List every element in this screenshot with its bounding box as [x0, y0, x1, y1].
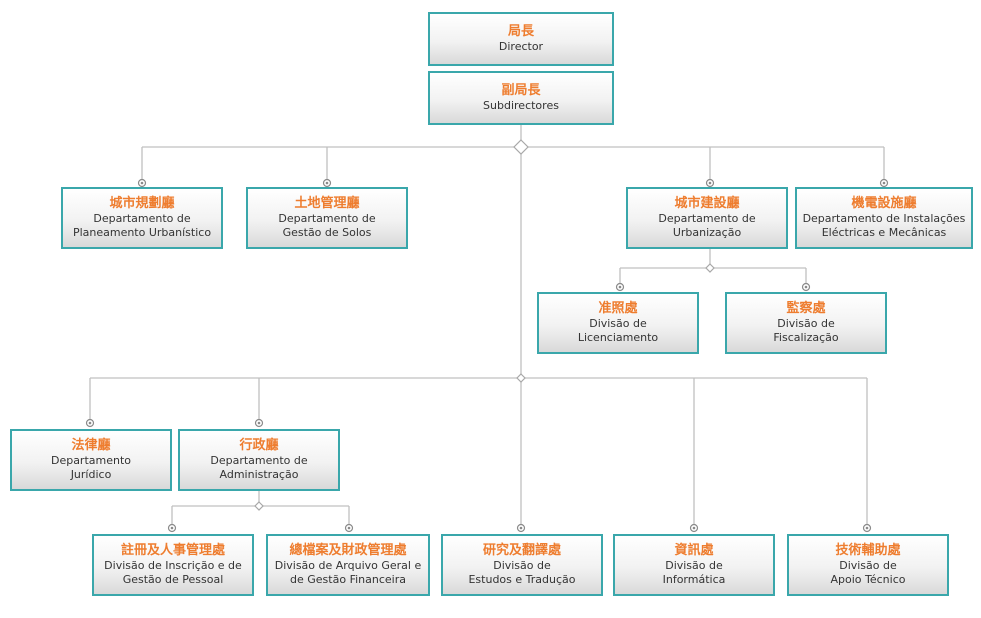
node-title-zh: 總檔案及財政管理處 — [289, 543, 407, 558]
node-administration: 行政廳 Departamento de Administração — [178, 429, 340, 491]
node-title-pt-line1: Departamento de Instalações — [802, 212, 966, 225]
node-title-pt-line2: Administração — [219, 468, 299, 481]
endpoint-dots — [85, 178, 889, 533]
junction-diamond-main — [513, 139, 529, 155]
endpoint-dot-centers — [88, 181, 886, 530]
node-title-pt-line1: Divisão de — [777, 317, 835, 330]
node-title-pt-line1: Departamento de — [210, 454, 308, 467]
node-title-pt-line1: Departamento de — [278, 212, 376, 225]
node-title-pt-line2: de Gestão Financeira — [290, 573, 406, 586]
node-title-pt: Subdirectores — [483, 99, 559, 112]
node-title-pt-line1: Departamento de — [658, 212, 756, 225]
node-title-pt-line1: Divisão de Arquivo Geral e — [274, 559, 422, 572]
node-title-pt-line1: Departamento — [50, 454, 132, 467]
node-title-pt-line2: Licenciamento — [577, 331, 659, 344]
node-title-pt-line1: Divisão de — [493, 559, 551, 572]
node-title-pt-line2: Jurídico — [70, 468, 112, 481]
node-land-management: 土地管理廳 Departamento de Gestão de Solos — [246, 187, 408, 249]
node-title-pt-line1: Divisão de — [589, 317, 647, 330]
node-title-pt-line2: Urbanização — [672, 226, 742, 239]
node-electromechanical: 機電設施廳 Departamento de Instalações Eléctr… — [795, 187, 973, 249]
junction-diamond-lower — [516, 373, 526, 383]
node-studies-translation: 研究及翻譯處 Divisão de Estudos e Tradução — [441, 534, 603, 596]
node-inspection: 監察處 Divisão de Fiscalização — [725, 292, 887, 354]
node-title-zh: 行政廳 — [239, 438, 279, 453]
node-title-pt: Director — [498, 40, 544, 53]
node-title-pt-line1: Divisão de — [839, 559, 897, 572]
junction-markers — [254, 139, 715, 511]
node-urban-planning: 城市規劃廳 Departamento de Planeamento Urbaní… — [61, 187, 223, 249]
node-title-pt-line2: Eléctricas e Mecânicas — [821, 226, 947, 239]
junction-diamond-urbanization — [705, 263, 715, 273]
connector-paths — [89, 125, 885, 528]
node-archive-finance: 總檔案及財政管理處 Divisão de Arquivo Geral e de … — [266, 534, 430, 596]
node-title-zh: 監察處 — [786, 301, 826, 316]
node-personnel: 註冊及人事管理處 Divisão de Inscrição e de Gestã… — [92, 534, 254, 596]
node-legal: 法律廳 Departamento Jurídico — [10, 429, 172, 491]
node-technical-support: 技術輔助處 Divisão de Apoio Técnico — [787, 534, 949, 596]
node-title-zh: 資訊處 — [674, 543, 714, 558]
node-title-zh: 機電設施廳 — [851, 196, 917, 211]
node-title-pt-line2: Estudos e Tradução — [468, 573, 576, 586]
node-title-zh: 土地管理廳 — [294, 196, 360, 211]
node-title-zh: 法律廳 — [71, 438, 111, 453]
node-title-pt-line1: Divisão de Inscrição e de — [104, 559, 242, 572]
node-title-zh: 城市建設廳 — [674, 196, 740, 211]
node-title-zh: 局長 — [507, 24, 534, 39]
node-title-zh: 副局長 — [501, 83, 541, 98]
node-title-pt-line2: Apoio Técnico — [830, 573, 906, 586]
node-title-pt-line1: Departamento de — [93, 212, 191, 225]
node-subdirectors: 副局長 Subdirectores — [428, 71, 614, 125]
node-title-pt-line2: Gestão de Pessoal — [122, 573, 224, 586]
node-director: 局長 Director — [428, 12, 614, 66]
node-title-pt-line1: Divisão de — [665, 559, 723, 572]
node-title-zh: 註冊及人事管理處 — [120, 543, 225, 558]
node-urbanization: 城市建設廳 Departamento de Urbanização — [626, 187, 788, 249]
node-title-pt-line2: Planeamento Urbanístico — [72, 226, 212, 239]
node-title-pt-line2: Fiscalização — [773, 331, 839, 344]
junction-diamond-administration — [254, 501, 264, 511]
node-licensing: 准照處 Divisão de Licenciamento — [537, 292, 699, 354]
node-title-pt-line2: Informática — [662, 573, 726, 586]
node-title-pt-line2: Gestão de Solos — [282, 226, 372, 239]
node-title-zh: 研究及翻譯處 — [482, 543, 561, 558]
node-title-zh: 城市規劃廳 — [109, 196, 175, 211]
node-title-zh: 准照處 — [598, 301, 638, 316]
node-informatics: 資訊處 Divisão de Informática — [613, 534, 775, 596]
node-title-zh: 技術輔助處 — [835, 543, 901, 558]
